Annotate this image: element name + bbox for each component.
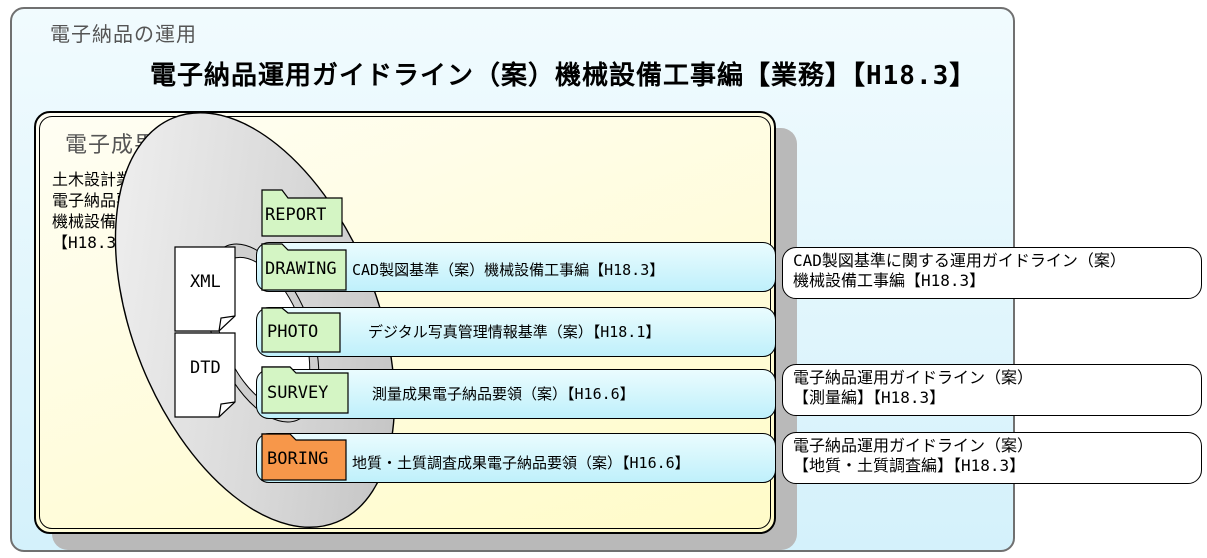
geology-guideline-line: 【地質・土質調査編】【H18.3】: [793, 456, 1026, 475]
dtd-document-icon: [174, 332, 236, 418]
cad-guideline-line: 機械設備工事編【H18.3】: [793, 271, 986, 290]
cad-guideline-line: CAD製図基準に関する運用ガイドライン（案）: [793, 251, 1126, 270]
photo-spec-text: デジタル写真管理情報基準（案）【H18.1】: [368, 323, 661, 341]
outer-panel-title: 電子納品の運用: [50, 22, 197, 46]
boring-folder-label: BORING: [267, 449, 329, 469]
xml-document-icon: [174, 246, 236, 332]
photo-spec-row: [256, 307, 776, 357]
main-title: 電子納品運用ガイドライン（案）機械設備工事編【業務】【H18.3】: [150, 61, 977, 91]
photo-folder-front-icon: [261, 307, 341, 353]
survey-folder-label: SURVEY: [267, 383, 329, 403]
survey-guideline-line: 【測量編】【H18.3】: [793, 388, 946, 407]
left-label-line: 【H18.3】: [52, 233, 133, 252]
survey-folder-front-icon: [261, 366, 349, 414]
survey-spec-text: 測量成果電子納品要領（案）【H16.6】: [372, 385, 635, 403]
boring-spec-text: 地質・土質調査成果電子納品要領（案）【H16.6】: [352, 454, 690, 472]
geology-guideline-box: 電子納品運用ガイドライン（案） 【地質・土質調査編】【H18.3】: [782, 432, 1202, 484]
xml-label: XML: [190, 272, 221, 292]
report-folder-label: REPORT: [265, 205, 327, 225]
drawing-folder-front-icon: [261, 243, 347, 291]
drawing-spec-text: CAD製図基準（案）機械設備工事編【H18.3】: [352, 261, 665, 279]
drawing-folder-label: DRAWING: [265, 259, 337, 279]
cad-guideline-box: CAD製図基準に関する運用ガイドライン（案） 機械設備工事編【H18.3】: [782, 247, 1202, 299]
boring-folder-front-icon: [261, 433, 347, 481]
geology-guideline-line: 電子納品運用ガイドライン（案）: [793, 436, 1034, 455]
survey-guideline-box: 電子納品運用ガイドライン（案） 【測量編】【H18.3】: [782, 364, 1202, 416]
survey-guideline-line: 電子納品運用ガイドライン（案）: [793, 368, 1034, 387]
dtd-label: DTD: [190, 358, 221, 378]
photo-folder-label: PHOTO: [267, 322, 319, 342]
report-folder-icon: [261, 189, 343, 237]
